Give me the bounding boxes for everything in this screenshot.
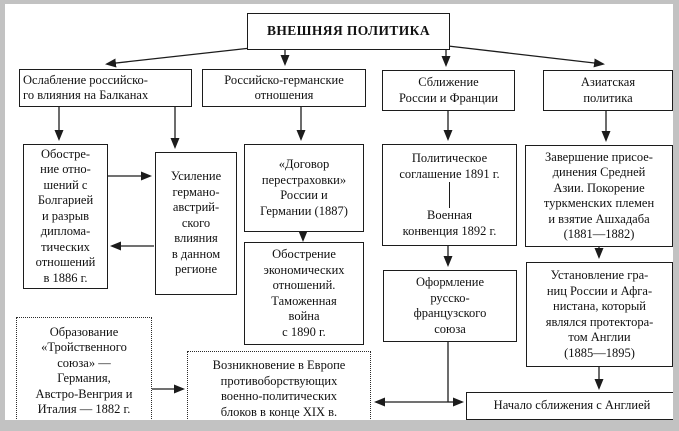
node-england: Начало сближения с Англией xyxy=(466,392,673,420)
node-europe-blocs: Возникновение в Европе противоборствующи… xyxy=(187,351,371,420)
node-asia-afghan: Установление гра- ниц России и Афга- нис… xyxy=(526,262,673,367)
node-german-treaty: «Договор перестраховки» России и Германи… xyxy=(244,144,364,232)
node-france-union: Оформление русско- французского союза xyxy=(383,270,517,342)
node-german-head: Российско-германские отношения xyxy=(202,69,366,107)
node-german-economic-label: Обострение экономических отношений. Тамо… xyxy=(263,247,345,339)
node-german-treaty-label: «Договор перестраховки» России и Германи… xyxy=(260,157,348,218)
node-asia-afghan-label: Установление гра- ниц России и Афга- нис… xyxy=(545,268,654,360)
node-balkans-bulgaria: Обостре- ние отно- шений с Болгарией и р… xyxy=(23,144,108,289)
node-balkans-german-austrian: Усиление германо- австрий- ского влияния… xyxy=(155,152,237,295)
node-england-label: Начало сближения с Англией xyxy=(493,398,651,413)
node-triple-alliance-label: Образование «Тройственного союза» — Герм… xyxy=(35,324,133,417)
node-france-head-label: Сближение России и Франции xyxy=(398,75,499,105)
node-balkans-german-austrian-label: Усиление германо- австрий- ского влияния… xyxy=(170,169,222,277)
node-asia-head-label: Азиатская политика xyxy=(580,75,636,105)
node-france-agreements: Политическое соглашение 1891 г. Военная … xyxy=(382,144,517,246)
node-france-military-label: Военная конвенция 1892 г. xyxy=(402,208,497,238)
node-asia-central-label: Завершение присое- динения Средней Азии.… xyxy=(543,149,655,242)
title-box: ВНЕШНЯЯ ПОЛИТИКА xyxy=(247,13,450,50)
node-german-economic: Обострение экономических отношений. Тамо… xyxy=(244,242,364,345)
node-balkans-head: Ослабление российско- го влияния на Балк… xyxy=(19,69,192,107)
page-title: ВНЕШНЯЯ ПОЛИТИКА xyxy=(266,23,431,39)
node-france-union-label: Оформление русско- французского союза xyxy=(413,275,487,336)
node-balkans-head-label: Ослабление российско- го влияния на Балк… xyxy=(23,72,149,103)
node-balkans-bulgaria-label: Обостре- ние отно- шений с Болгарией и р… xyxy=(35,146,96,285)
node-german-head-label: Российско-германские отношения xyxy=(224,72,344,103)
node-europe-blocs-label: Возникновение в Европе противоборствующи… xyxy=(212,358,346,419)
node-asia-head: Азиатская политика xyxy=(543,70,673,111)
node-asia-central: Завершение присое- динения Средней Азии.… xyxy=(525,145,673,247)
node-france-head: Сближение России и Франции xyxy=(382,70,515,111)
node-france-political-label: Политическое соглашение 1891 г. xyxy=(399,151,500,181)
internal-connector-line xyxy=(449,182,450,208)
node-triple-alliance: Образование «Тройственного союза» — Герм… xyxy=(16,317,152,420)
